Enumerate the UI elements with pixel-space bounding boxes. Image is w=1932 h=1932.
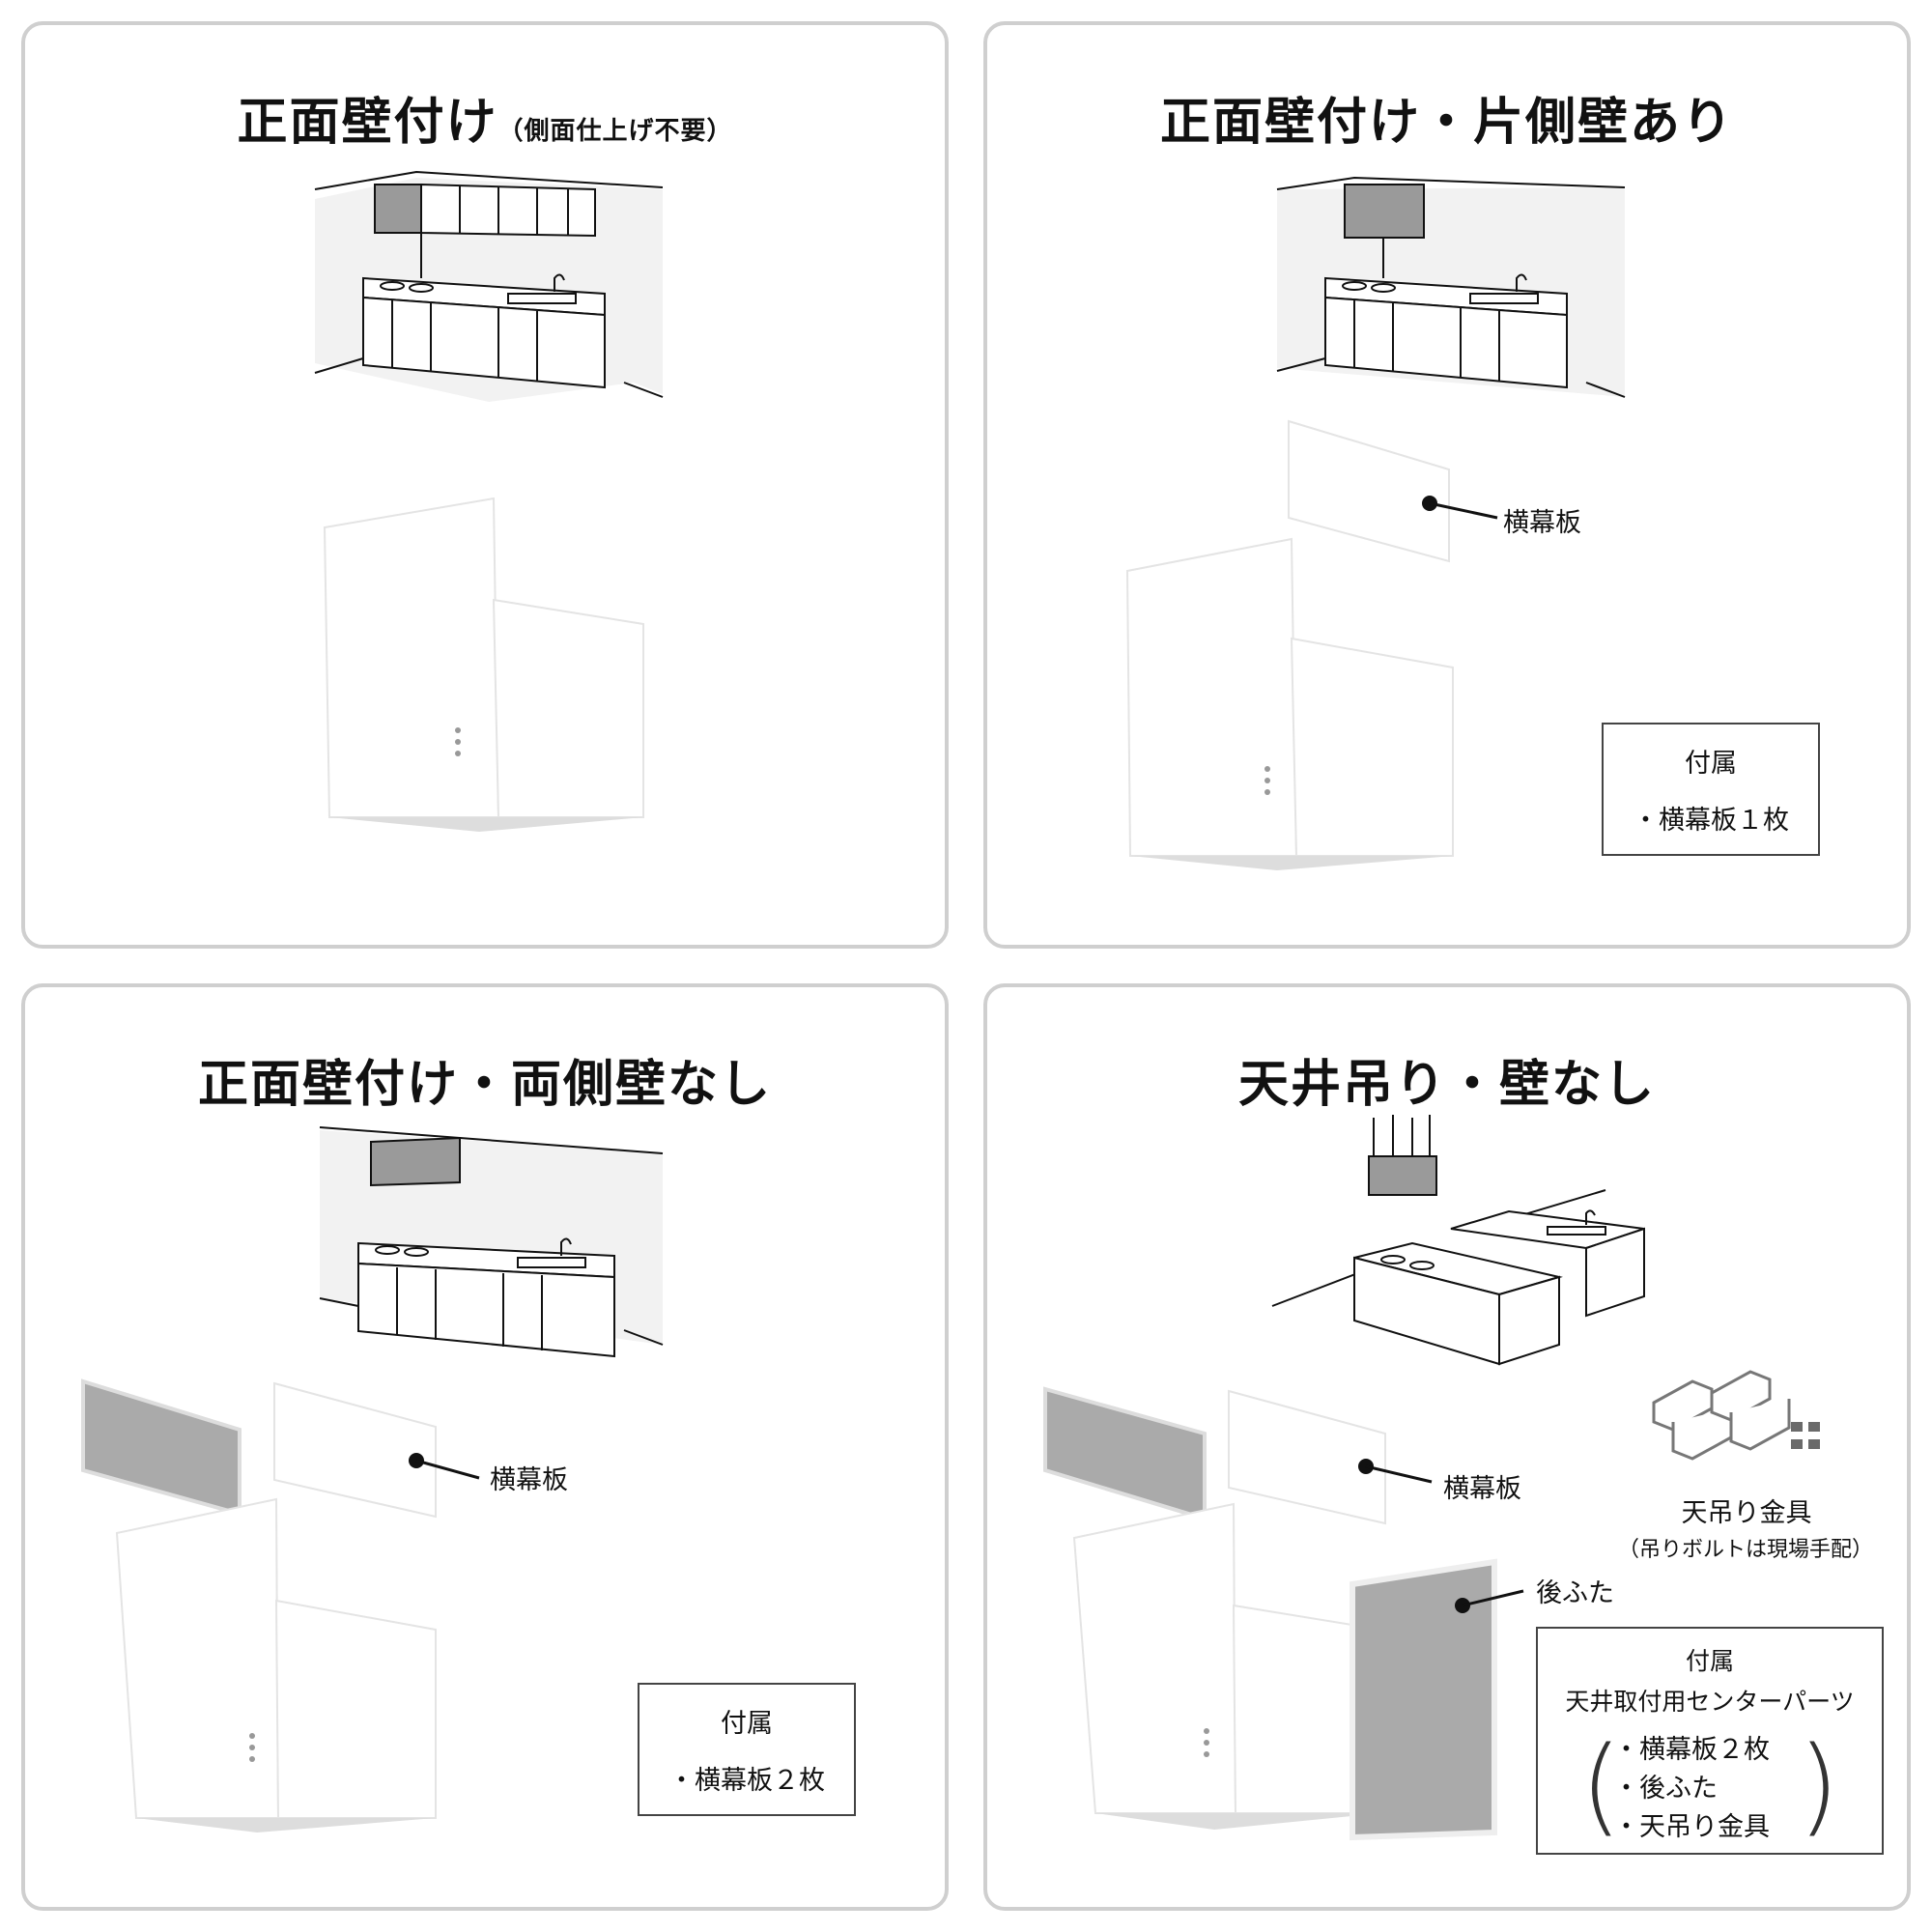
side-panel-label: 横幕板 — [1443, 1474, 1521, 1504]
panel-front-wall-one-side: 正面壁付け・片側壁あり 横幕板 付属 ・横幕板１枚 — [983, 21, 1911, 949]
accessory-box: 付属 天井取付用センターパーツ ( ) ・横幕板２枚 ・後ふた ・天吊り金具 — [1536, 1627, 1884, 1855]
side-panel-label: 横幕板 — [490, 1465, 568, 1495]
accessory-box: 付属 ・横幕板２枚 — [638, 1683, 856, 1816]
accessory-heading: 付属 — [721, 1709, 773, 1739]
accessory-list: ( ) ・横幕板２枚 ・後ふた ・天吊り金具 — [1580, 1723, 1839, 1847]
title-main: 正面壁付け — [237, 94, 498, 152]
accessory-box: 付属 ・横幕板１枚 — [1602, 723, 1820, 856]
panel-title: 正面壁付け・片側壁あり — [1159, 94, 1734, 152]
panel-front-wall-no-sides: 正面壁付け・両側壁なし 横幕板 付属 ・横幕板２枚 — [21, 983, 949, 1911]
kitchen-illustration — [314, 170, 664, 832]
panel-title: 天井吊り・壁なし — [1237, 1056, 1656, 1114]
bolt-icon — [1791, 1422, 1820, 1449]
ceiling-bracket-icon — [1652, 1370, 1791, 1461]
island-kitchen-illustration — [1043, 1115, 1820, 1841]
back-cover-part — [1350, 1558, 1497, 1841]
hood-icon — [1368, 1155, 1437, 1196]
accessory-subheading: 天井取付用センターパーツ — [1565, 1688, 1855, 1716]
hood-icon — [374, 184, 422, 234]
frame-part — [81, 1378, 242, 1517]
accessory-item: ・天吊り金具 — [1613, 1812, 1770, 1842]
hood-icon — [370, 1136, 461, 1187]
back-cover-label: 後ふた — [1536, 1578, 1614, 1608]
accessory-heading: 付属 — [1685, 749, 1737, 779]
panel-front-wall: 正面壁付け（側面仕上げ不要） — [21, 21, 949, 949]
panel-title: 正面壁付け・両側壁なし — [197, 1056, 772, 1114]
accessory-item: ・後ふた — [1613, 1774, 1718, 1804]
title-sub: （側面仕上げ不要） — [497, 117, 733, 146]
side-panel-part — [1228, 1389, 1386, 1525]
bracket-note: （吊りボルトは現場手配） — [1617, 1538, 1873, 1562]
kitchen-illustration — [81, 1126, 664, 1833]
panel-title: 正面壁付け（側面仕上げ不要） — [25, 81, 945, 154]
kitchen-illustration — [1125, 176, 1626, 870]
accessory-item: ・横幕板２枚 — [1613, 1735, 1770, 1765]
panel-ceiling-hung: 天井吊り・壁なし — [983, 983, 1911, 1911]
accessory-item: ・横幕板１枚 — [1633, 806, 1789, 836]
frame-part — [1043, 1386, 1207, 1521]
bracket-label: 天吊り金具 — [1681, 1498, 1812, 1528]
accessory-heading: 付属 — [1685, 1647, 1734, 1675]
side-panel-part — [1288, 419, 1450, 563]
side-panel-part — [273, 1381, 437, 1519]
side-panel-label: 横幕板 — [1503, 508, 1581, 538]
accessory-item: ・横幕板２枚 — [668, 1766, 825, 1796]
hood-icon — [1344, 184, 1425, 239]
